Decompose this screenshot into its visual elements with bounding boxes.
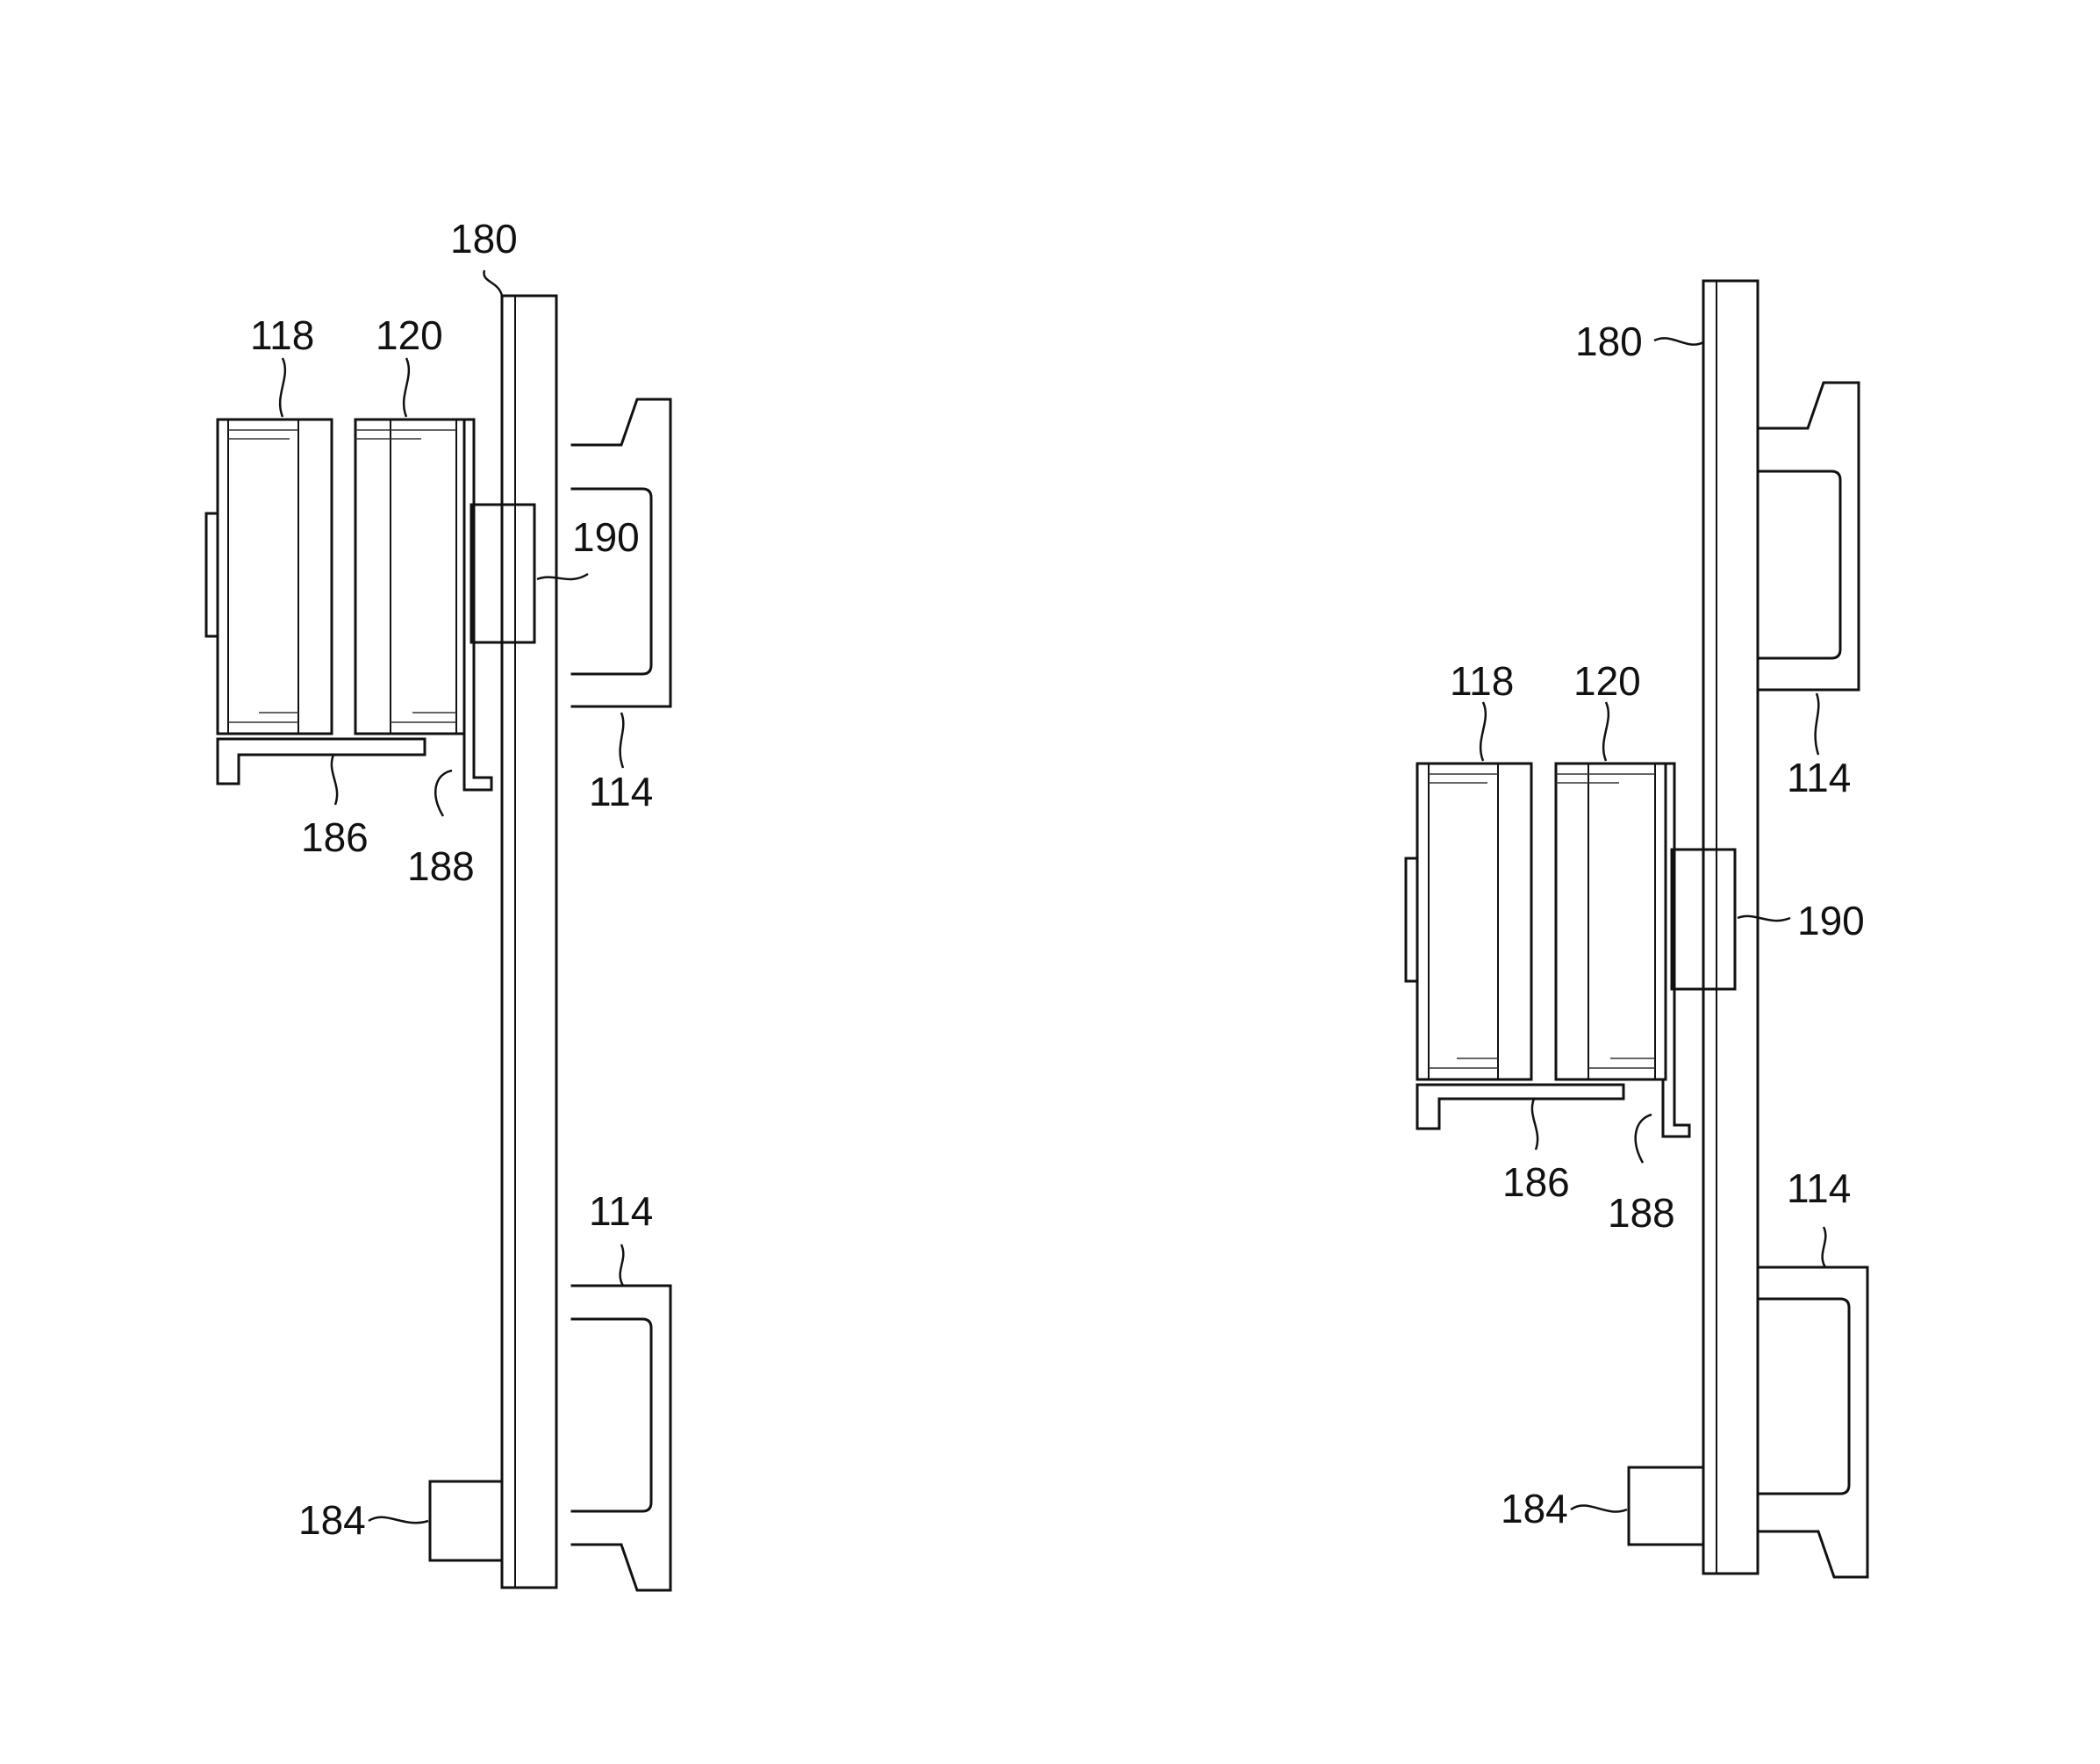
label-186: 186 [301,814,369,860]
drive-unit-120 [1556,764,1666,1079]
drive-unit-120 [355,419,464,734]
label-190: 190 [572,514,640,560]
label-188: 188 [407,843,475,889]
label-118: 118 [250,312,314,358]
bracket-186 [1417,1079,1689,1137]
drive-unit-118 [218,419,332,734]
stop-184 [1629,1467,1703,1545]
label-190: 190 [1797,898,1865,943]
label-118: 118 [1450,658,1514,704]
label-120: 120 [376,312,443,358]
drive-units [1406,764,1674,1079]
label-188: 188 [1608,1190,1675,1236]
drive-unit-118 [1417,764,1531,1079]
flange-188 [1663,1079,1689,1137]
drive-units [206,419,474,734]
label-184: 184 [298,1497,366,1543]
label-114-upper: 114 [589,769,653,814]
figure-left: 180 118 120 190 114 186 188 114 184 [206,216,670,1590]
label-186: 186 [1502,1159,1570,1205]
label-114-lower: 114 [589,1188,653,1234]
label-120: 120 [1573,658,1641,704]
upper-mount-114 [1758,383,1859,690]
lower-mount-114 [1758,1267,1867,1577]
rail-180 [502,296,556,1588]
stop-184 [430,1481,502,1560]
rail-180 [1703,281,1758,1574]
label-180: 180 [1575,319,1643,364]
label-114-upper: 114 [1787,755,1851,800]
figure-right: 180 118 120 190 114 186 188 114 184 [1406,281,1867,1577]
bracket-186 [218,734,491,790]
label-114-lower: 114 [1787,1165,1851,1211]
label-184: 184 [1501,1486,1568,1531]
flange-188 [464,734,491,790]
lower-mount-114 [572,1286,670,1590]
label-180: 180 [450,216,518,262]
